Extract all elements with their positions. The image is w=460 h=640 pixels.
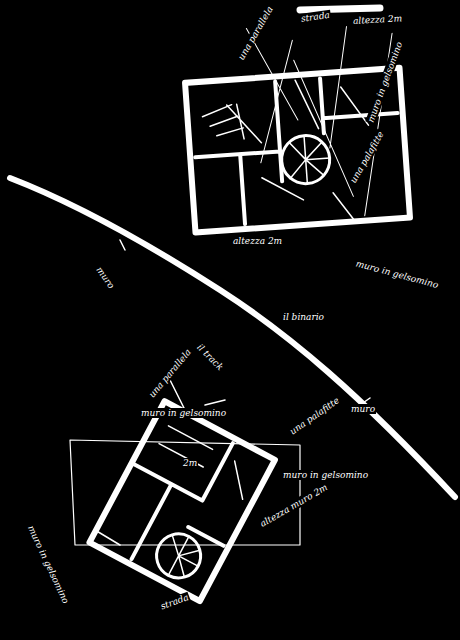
sketch-note: il binario	[282, 312, 325, 322]
sketch-note: una parallela	[146, 346, 193, 400]
garden-outline	[70, 440, 300, 545]
bottom-floor-plan	[89, 401, 274, 601]
sketch-note: una palafitte	[348, 129, 387, 186]
sketch-note: una parallela	[236, 4, 276, 63]
sketch-note: altezza 2m	[352, 13, 404, 26]
sketch-note: strada	[158, 592, 191, 612]
street-mark	[300, 8, 380, 10]
sketch-note: una palafitte	[287, 395, 342, 437]
sketch-note: muro in gelsomino	[140, 408, 227, 418]
sketch-note: muro	[94, 264, 117, 291]
boundary-wall	[10, 178, 455, 497]
sketch-note: il track	[194, 341, 225, 372]
leader-line	[95, 380, 225, 545]
sketch-note: altezza muro 2m	[258, 482, 331, 530]
top-floor-plan	[182, 18, 410, 233]
sketch-note: muro in gelsomino	[282, 470, 369, 480]
sketch-note: 2m	[182, 458, 198, 468]
arrow-mark	[120, 240, 370, 405]
sketch-note: muro in gelsomino	[25, 523, 71, 606]
sketch-note: muro in gelsomino	[354, 258, 441, 290]
sketch-note: muro	[350, 404, 376, 414]
sketch-note: altezza 2m	[232, 236, 283, 246]
